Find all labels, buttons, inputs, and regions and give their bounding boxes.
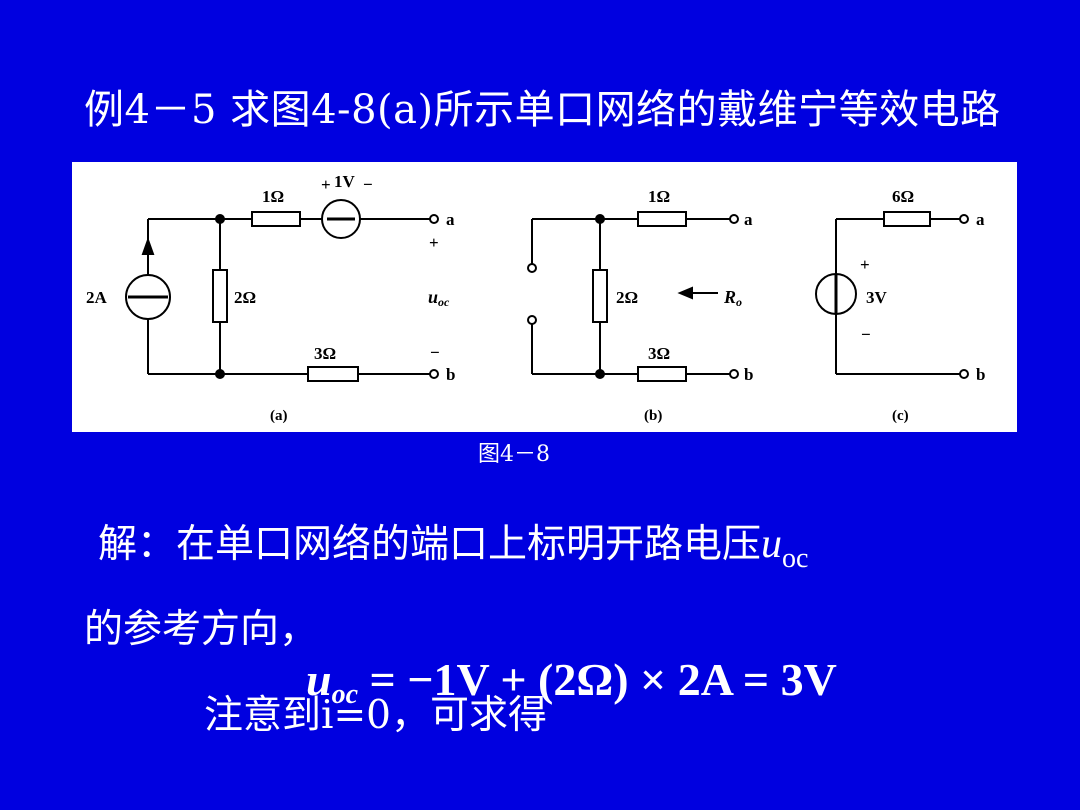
label-b-ro: Ro: [723, 287, 742, 309]
resistor-a-1ohm: [251, 211, 301, 227]
label-a-uoc: uoc: [428, 287, 450, 309]
terminal-a-a: [429, 214, 439, 224]
label-b-terminal-a: a: [744, 210, 753, 229]
uoc-equation: uoc = −1V + (2Ω) × 2A = 3V: [306, 650, 837, 725]
junction-b-top: [595, 214, 605, 224]
label-b-r3: 3Ω: [648, 344, 670, 363]
label-b-r2: 2Ω: [616, 288, 638, 307]
label-a-r2: 2Ω: [234, 288, 256, 307]
terminal-a-b: [429, 369, 439, 379]
junction-a-bottom: [215, 369, 225, 379]
terminal-b-open-bottom: [527, 315, 537, 325]
resistor-c-6ohm: [883, 211, 931, 227]
terminal-c-a: [959, 214, 969, 224]
label-c-plus: +: [860, 255, 870, 274]
resistor-b-1ohm: [637, 211, 687, 227]
equation-sub: oc: [331, 679, 359, 710]
resistor-b-2ohm: [592, 269, 608, 323]
label-a-terminal-b: b: [446, 365, 455, 384]
resistor-a-2ohm: [212, 269, 228, 323]
label-a-r1: 1Ω: [262, 187, 284, 206]
terminal-b-b: [729, 369, 739, 379]
resistor-a-3ohm: [307, 366, 359, 382]
terminal-b-open-top: [527, 263, 537, 273]
label-panel-c: (c): [892, 408, 909, 424]
equation-var: u: [306, 654, 332, 705]
solution-uoc-sub: oc: [782, 543, 809, 574]
label-c-vsource: 3V: [866, 288, 888, 307]
junction-b-bottom: [595, 369, 605, 379]
label-b-terminal-b: b: [744, 365, 753, 384]
label-c-terminal-a: a: [976, 210, 985, 229]
label-panel-b: (b): [644, 408, 662, 424]
label-a-vminus: −: [363, 175, 373, 194]
figure-caption: 图4－8: [478, 442, 550, 467]
slide-title: 例4－5 求图4-8(a)所示单口网络的戴维宁等效电路: [84, 87, 1001, 133]
current-arrow-head: [141, 237, 155, 255]
solution-line-1: 解：在单口网络的端口上标明开路电压uoc: [98, 518, 808, 585]
label-a-terminal-a: a: [446, 210, 455, 229]
label-b-r1: 1Ω: [648, 187, 670, 206]
label-c-r: 6Ω: [892, 187, 914, 206]
resistor-b-3ohm: [637, 366, 687, 382]
solution-text-1: 解：在单口网络的端口上标明开路电压: [98, 522, 762, 567]
ro-arrow-head: [677, 286, 693, 300]
label-c-terminal-b: b: [976, 365, 985, 384]
circuit-diagram: 1Ω + 1V − 2A 2Ω 3Ω a b + − uoc (a) 1Ω 2Ω…: [86, 172, 985, 424]
label-a-port-plus: +: [429, 233, 439, 252]
voltage-source-a: [321, 199, 361, 239]
circuit-figure: 1Ω + 1V − 2A 2Ω 3Ω a b + − uoc (a) 1Ω 2Ω…: [72, 162, 1017, 432]
equation-rhs: = −1V + (2Ω) × 2A = 3V: [358, 654, 837, 705]
solution-line-2: 的参考方向，: [84, 607, 319, 652]
junction-a-top: [215, 214, 225, 224]
label-a-vsource: 1V: [334, 172, 356, 191]
label-a-vplus: +: [321, 175, 331, 194]
label-panel-a: (a): [270, 408, 288, 424]
label-a-r3: 3Ω: [314, 344, 336, 363]
label-a-port-minus: −: [430, 343, 440, 362]
solution-uoc-var: u: [761, 521, 783, 567]
label-a-isource: 2A: [86, 288, 108, 307]
terminal-c-b: [959, 369, 969, 379]
label-c-minus: −: [861, 325, 871, 344]
terminal-b-a: [729, 214, 739, 224]
solution-note: 注意到i=0，可求得: [204, 693, 547, 736]
